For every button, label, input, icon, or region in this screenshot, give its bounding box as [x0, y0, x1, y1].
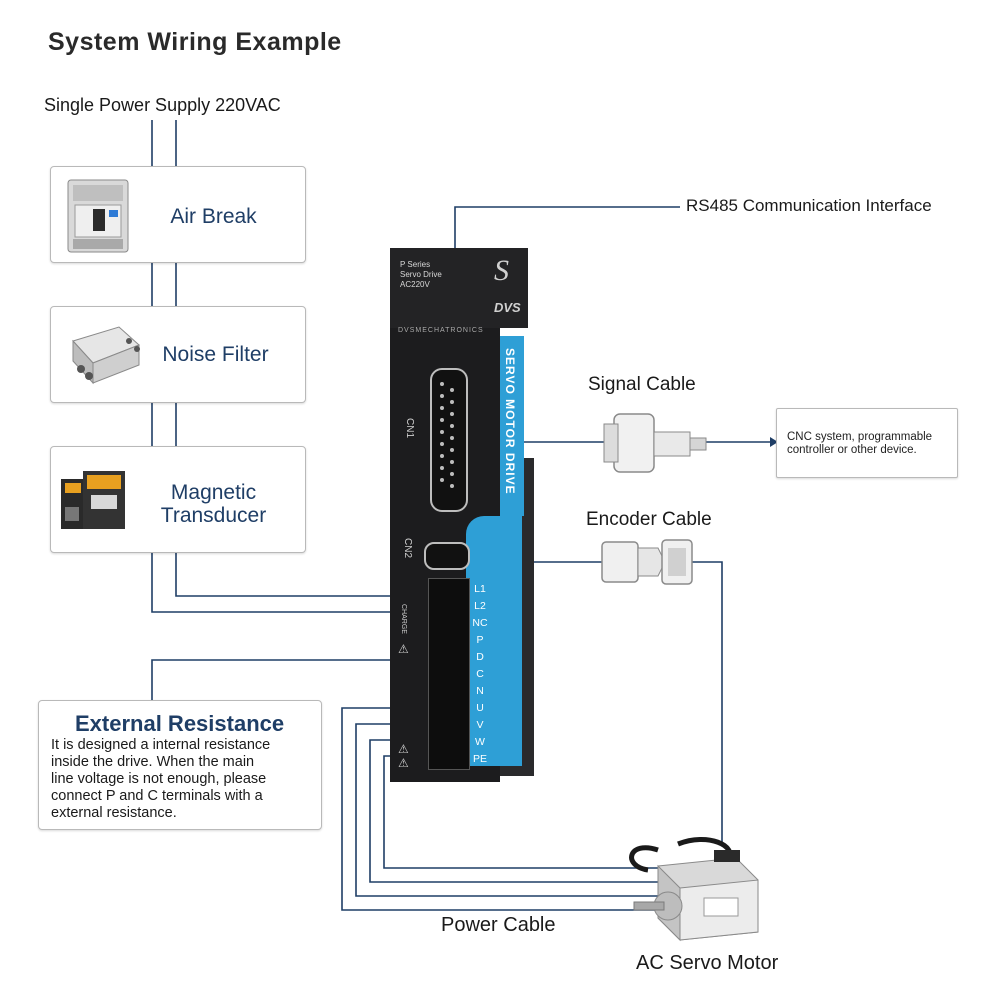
terminal-v: V — [476, 719, 484, 731]
warning-icon-3: ⚠ — [398, 756, 409, 770]
contactor-icon — [61, 471, 125, 529]
terminal-l2: L2 — [474, 600, 486, 612]
air-break-box: Air Break — [50, 166, 306, 263]
noise-filter-label: Noise Filter — [162, 343, 269, 366]
terminal-u: U — [476, 702, 484, 714]
terminal-nc: NC — [472, 617, 488, 629]
terminal-p: P — [476, 634, 484, 646]
terminal-d: D — [476, 651, 484, 663]
terminal-n: N — [476, 685, 484, 697]
magnetic-transducer-box: Magnetic Transducer — [50, 446, 306, 553]
noise-filter-icon — [72, 326, 140, 385]
drive-rating: AC220V — [400, 280, 430, 289]
power-supply-label: Single Power Supply 220VAC — [44, 95, 281, 115]
external-resistance-line5: external resistance. — [51, 805, 177, 821]
terminal-pe: PE — [472, 753, 487, 765]
cn2-label: CN2 — [402, 538, 413, 559]
cnc-device-box: CNC system, programmable controller or o… — [776, 408, 958, 478]
encoder-cable-label: Encoder Cable — [586, 509, 712, 530]
terminal-l1: L1 — [474, 583, 486, 595]
cn2-connector — [424, 542, 470, 570]
power-cable-label: Power Cable — [441, 914, 556, 936]
terminal-blue-panel — [466, 516, 522, 766]
terminal-c: C — [476, 668, 484, 680]
cn1-connector — [430, 368, 468, 512]
rs485-label: RS485 Communication Interface — [686, 196, 932, 215]
external-resistance-line4: connect P and C terminals with a — [51, 788, 263, 804]
external-resistance-box: External Resistance It is designed a int… — [38, 700, 322, 830]
warning-icon: ⚠ — [398, 642, 409, 656]
drive-top-panel — [390, 248, 528, 328]
external-resistance-line1: It is designed a internal resistance — [51, 737, 271, 753]
drive-series: P Series — [400, 260, 431, 269]
magnetic-label-line1: Magnetic — [170, 481, 257, 504]
magnetic-label-line2: Transducer — [160, 504, 267, 527]
signal-cable-connector — [603, 413, 707, 473]
drive-type: Servo Drive — [400, 270, 442, 279]
cn1-pins — [440, 382, 454, 488]
charge-label: CHARGE — [400, 604, 407, 634]
servo-motor-icon — [629, 837, 759, 942]
drive-brand-mark: DVS — [494, 300, 521, 315]
external-resistance-line2: inside the drive. When the main — [51, 754, 255, 770]
external-resistance-title: External Resistance — [75, 711, 285, 736]
noise-filter-box: Noise Filter — [50, 306, 306, 403]
terminal-w: W — [475, 736, 485, 748]
drive-blue-strip — [500, 336, 524, 516]
signal-cable-label: Signal Cable — [588, 374, 696, 395]
terminal-block — [428, 578, 470, 770]
air-break-label: Air Break — [170, 205, 257, 228]
cnc-line2: controller or other device. — [787, 444, 917, 456]
cnc-line1: CNC system, programmable — [787, 431, 933, 443]
air-break-icon — [67, 179, 129, 253]
warning-icon-2: ⚠ — [398, 742, 409, 756]
drive-logo-letter: S — [494, 254, 509, 287]
cn1-label: CN1 — [404, 418, 415, 439]
page-title: System Wiring Example — [48, 28, 342, 56]
encoder-cable-connector — [601, 539, 693, 585]
external-resistance-line3: line voltage is not enough, please — [51, 771, 267, 787]
motor-label: AC Servo Motor — [636, 952, 779, 974]
drive-side-text: SERVO MOTOR DRIVE — [503, 348, 517, 495]
servo-drive: P Series Servo Drive AC220V S DVS DVSMEC… — [390, 248, 540, 782]
drive-brand-text: DVSMECHATRONICS — [398, 327, 484, 334]
